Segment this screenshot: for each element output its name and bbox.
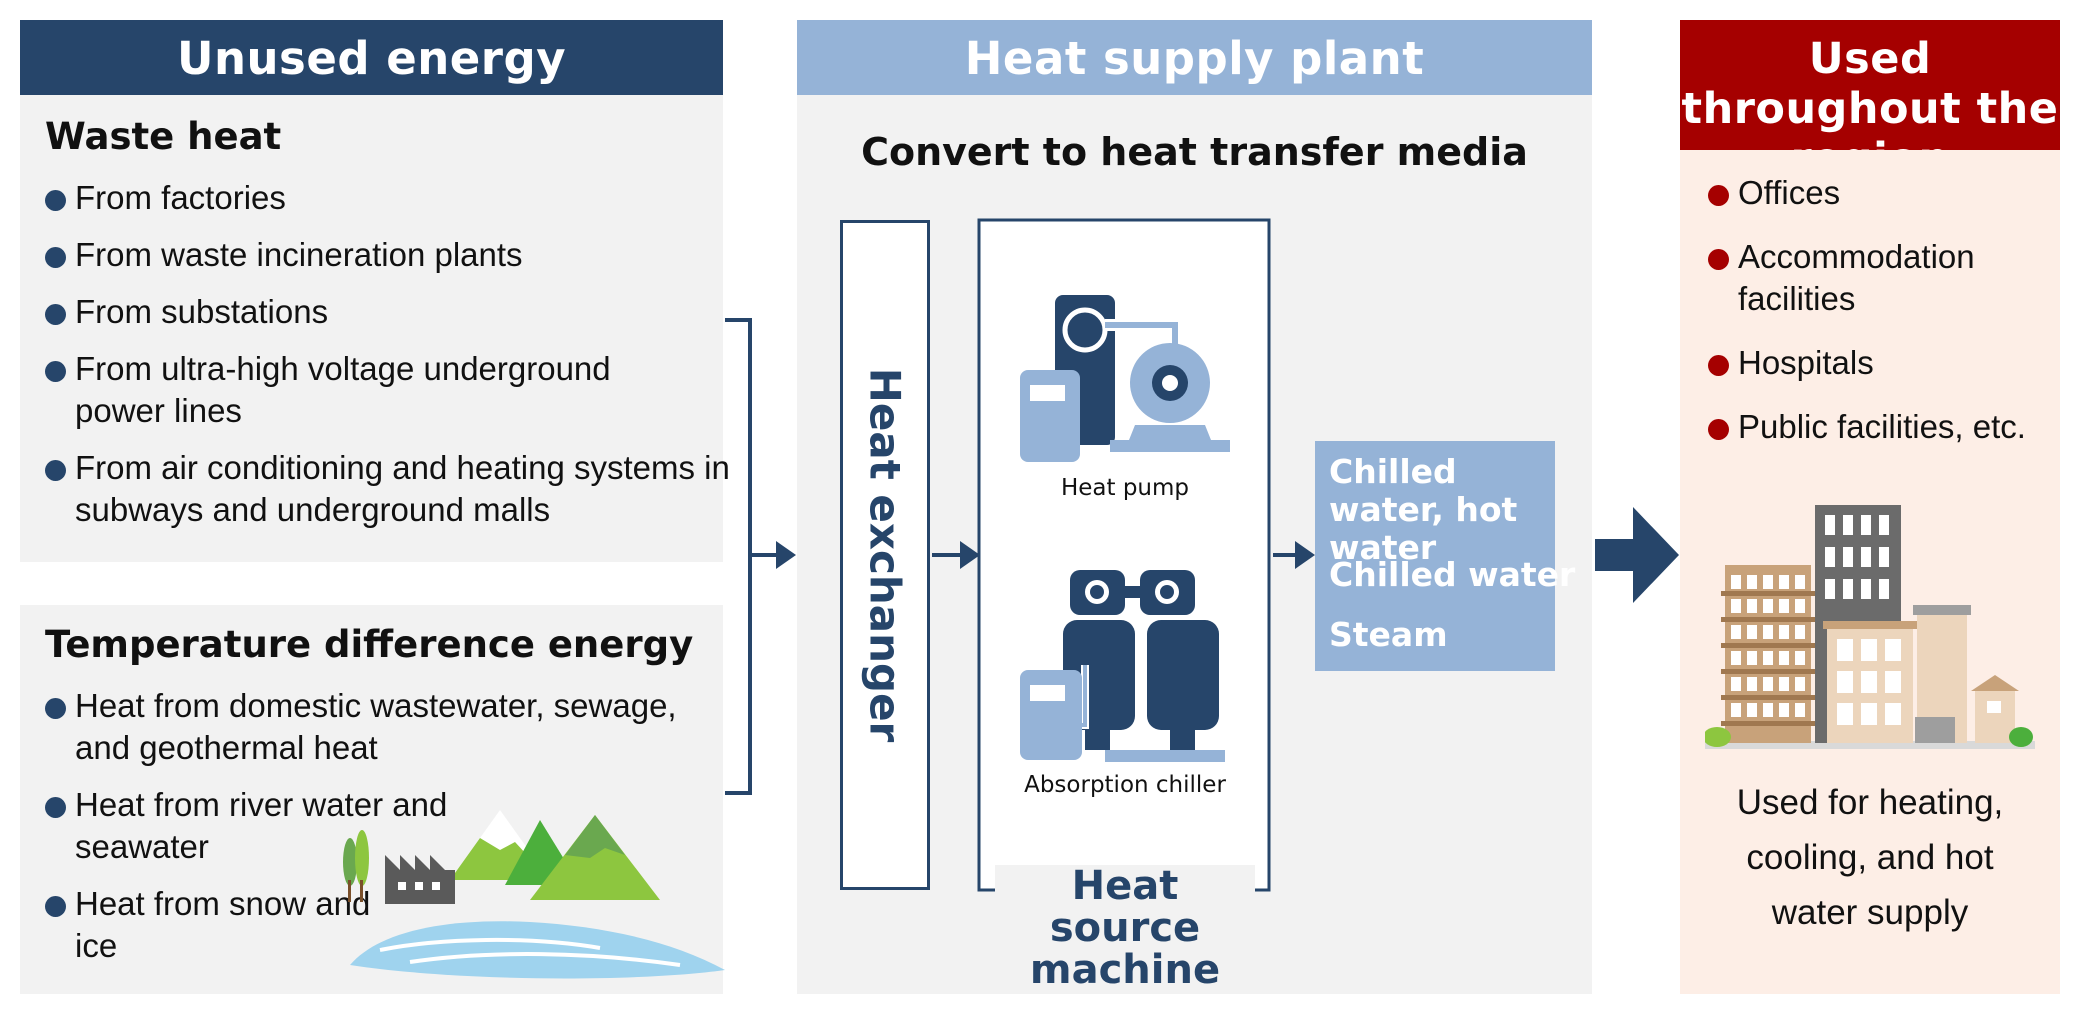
heat-supply-plant-header: Heat supply plant bbox=[797, 20, 1592, 95]
bullet-icon bbox=[1708, 185, 1729, 206]
arrow-machine-to-media bbox=[1273, 541, 1315, 569]
bullet-icon bbox=[1708, 355, 1729, 376]
bullet-icon bbox=[1708, 249, 1729, 270]
heat-exchanger-box: Heat exchanger bbox=[840, 220, 930, 890]
plant-subtitle: Convert to heat transfer media bbox=[861, 130, 1528, 174]
bullet-icon bbox=[45, 896, 66, 917]
region-caption: Used for heating, cooling, and hot water… bbox=[1736, 783, 2004, 932]
list-item: Heat from snow and ice bbox=[45, 883, 375, 967]
waste-heat-title: Waste heat bbox=[45, 115, 282, 158]
bullet-icon bbox=[45, 190, 66, 211]
region-list: Offices Accommodation facilities Hospita… bbox=[1708, 172, 2048, 448]
region-header: Used throughout the region bbox=[1680, 20, 2060, 184]
list-item: From factories bbox=[45, 177, 725, 219]
heat-exchanger-label: Heat exchanger bbox=[860, 367, 910, 743]
list-item: Accommodation facilities bbox=[1708, 236, 2018, 320]
unused-energy-header-text: Unused energy bbox=[176, 32, 567, 85]
bullet-icon bbox=[45, 797, 66, 818]
bullet-icon bbox=[45, 304, 66, 325]
list-item: Heat from domestic wastewater, sewage, a… bbox=[45, 685, 715, 769]
media-item: Chilled water bbox=[1329, 555, 1576, 594]
list-item: From air conditioning and heating system… bbox=[45, 447, 735, 531]
list-item: Heat from river water and seawater bbox=[45, 784, 495, 868]
absorption-chiller-icon bbox=[1020, 570, 1225, 762]
list-item: From waste incineration plants bbox=[45, 234, 725, 276]
list-item: Public facilities, etc. bbox=[1708, 406, 2048, 448]
absorption-chiller-label: Absorption chiller bbox=[1024, 772, 1226, 798]
heat-pump-icon bbox=[1020, 295, 1230, 462]
media-item: Steam bbox=[1329, 615, 1448, 654]
arrow-to-region bbox=[1595, 507, 1679, 603]
region-panel: Offices Accommodation facilities Hospita… bbox=[1680, 150, 2060, 994]
bullet-icon bbox=[45, 698, 66, 719]
arrow-exchanger-to-machine bbox=[932, 541, 980, 569]
unused-energy-header: Unused energy bbox=[20, 20, 723, 95]
bullet-icon bbox=[45, 361, 66, 382]
landscape-illustration bbox=[343, 810, 725, 979]
list-item: Hospitals bbox=[1708, 342, 2048, 384]
bullet-icon bbox=[45, 247, 66, 268]
list-item: From ultra-high voltage underground powe… bbox=[45, 348, 685, 432]
media-item: Chilled water, hot water bbox=[1329, 452, 1518, 567]
buildings-illustration bbox=[1705, 505, 2035, 749]
list-item: Offices bbox=[1708, 172, 2048, 214]
waste-heat-panel: Waste heat From factories From waste inc… bbox=[20, 95, 730, 562]
bullet-icon bbox=[45, 460, 66, 481]
temperature-difference-title: Temperature difference energy bbox=[45, 623, 694, 666]
temperature-difference-list: Heat from domestic wastewater, sewage, a… bbox=[45, 685, 705, 967]
bracket-connector bbox=[725, 318, 796, 795]
heat-supply-plant-header-text: Heat supply plant bbox=[964, 32, 1425, 85]
bullet-icon bbox=[1708, 419, 1729, 440]
waste-heat-list: From factories From waste incineration p… bbox=[45, 177, 730, 531]
temperature-difference-panel: Temperature difference energy Heat from … bbox=[20, 605, 725, 994]
heat-source-machine-label: Heat source machine bbox=[995, 865, 1255, 991]
list-item: From substations bbox=[45, 291, 725, 333]
heat-transfer-media-box: Chilled water, hot water Chilled water S… bbox=[1315, 441, 1575, 671]
heat-pump-label: Heat pump bbox=[1060, 475, 1190, 501]
